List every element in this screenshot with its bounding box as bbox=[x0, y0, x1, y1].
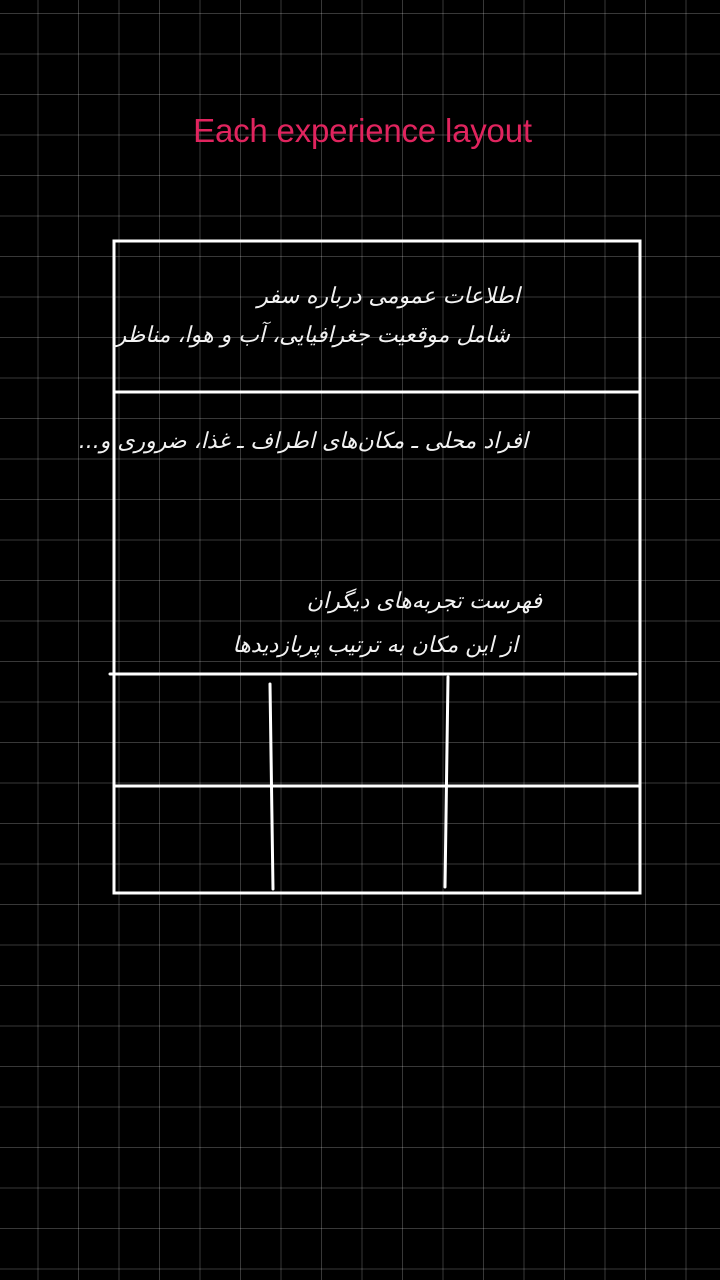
note-section3-line2: از این مکان به ترتیب پربازدیدها bbox=[232, 633, 520, 658]
note-section1-line2: شامل موقعیت جغرافیایی، آب و هوا، مناظر bbox=[113, 321, 511, 348]
note-section2-line1: افراد محلی ـ مکان‌های اطراف ـ غذا، ضروری… bbox=[79, 429, 531, 454]
grid-column-line-left bbox=[268, 682, 275, 891]
layout-frame bbox=[112, 239, 642, 895]
grid-column-line-right bbox=[443, 675, 450, 889]
page-title: Each experience layout bbox=[193, 112, 532, 149]
note-section3-line1: فهرست تجربه‌های دیگران bbox=[307, 588, 543, 614]
note-section1-line1: اطلاعات عمومی درباره سفر bbox=[254, 284, 523, 309]
